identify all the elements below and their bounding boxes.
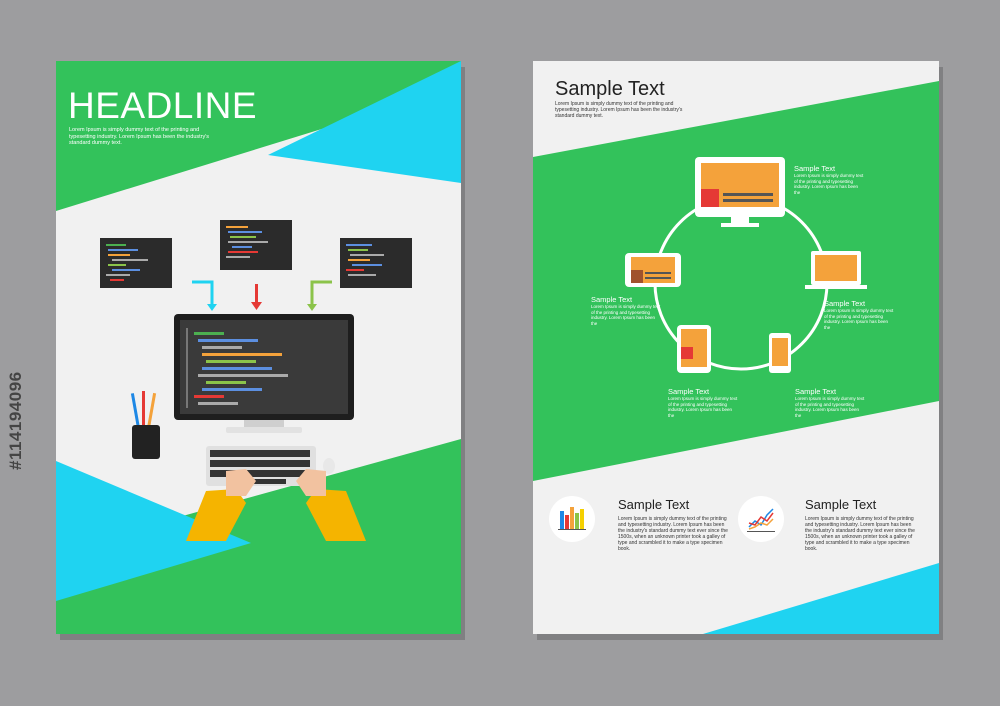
device-label-4: Sample Text Lorem Ipsum is simply dummy …	[668, 387, 738, 418]
mouse-icon	[323, 458, 335, 474]
arrow-icon-red	[255, 284, 258, 304]
code-window-right	[340, 238, 412, 288]
code-window-center	[220, 220, 292, 270]
laptop-icon	[805, 251, 867, 289]
desktop-device-icon	[695, 157, 785, 227]
right-title: Sample Text	[555, 78, 665, 100]
device-label-3: Sample Text Lorem Ipsum is simply dummy …	[824, 299, 894, 330]
code-snippet-windows	[100, 220, 412, 311]
arrow-icon-cyan	[192, 280, 214, 308]
headline: HEADLINE	[68, 85, 258, 126]
desktop-monitor-icon	[174, 314, 354, 433]
right-title-subtext: Lorem Ipsum is simply dummy text of the …	[555, 101, 683, 119]
feature-title-1: Sample Text	[618, 497, 690, 512]
left-page-background-shapes	[56, 61, 461, 634]
tablet-landscape-icon	[625, 253, 681, 287]
line-chart-icon	[738, 496, 784, 542]
device-label-2: Sample Text Lorem Ipsum is simply dummy …	[591, 295, 661, 326]
device-label-5: Sample Text Lorem Ipsum is simply dummy …	[795, 387, 865, 418]
keyboard-and-hands	[186, 446, 366, 541]
feature-title-2: Sample Text	[805, 497, 877, 512]
smartphone-icon	[769, 333, 791, 373]
code-window-left	[100, 238, 172, 288]
headline-subtext: Lorem Ipsum is simply dummy text of the …	[69, 127, 210, 146]
tablet-portrait-icon	[677, 325, 711, 373]
pencil-cup-icon	[130, 391, 160, 459]
device-label-1: Sample Text Lorem Ipsum is simply dummy …	[794, 164, 864, 195]
stock-id-watermark: #114194096	[6, 371, 25, 470]
right-page-background-shapes	[533, 81, 939, 634]
bar-chart-icon	[549, 496, 595, 542]
right-brochure-page: Sample Text Lorem Ipsum is simply dummy …	[533, 61, 939, 634]
feature-text-1: Lorem Ipsum is simply dummy text of the …	[618, 516, 728, 552]
feature-text-2: Lorem Ipsum is simply dummy text of the …	[805, 516, 915, 552]
device-cycle-diagram	[625, 157, 867, 373]
left-brochure-page: HEADLINE Lorem Ipsum is simply dummy tex…	[56, 61, 461, 634]
arrow-icon-green	[310, 280, 332, 308]
